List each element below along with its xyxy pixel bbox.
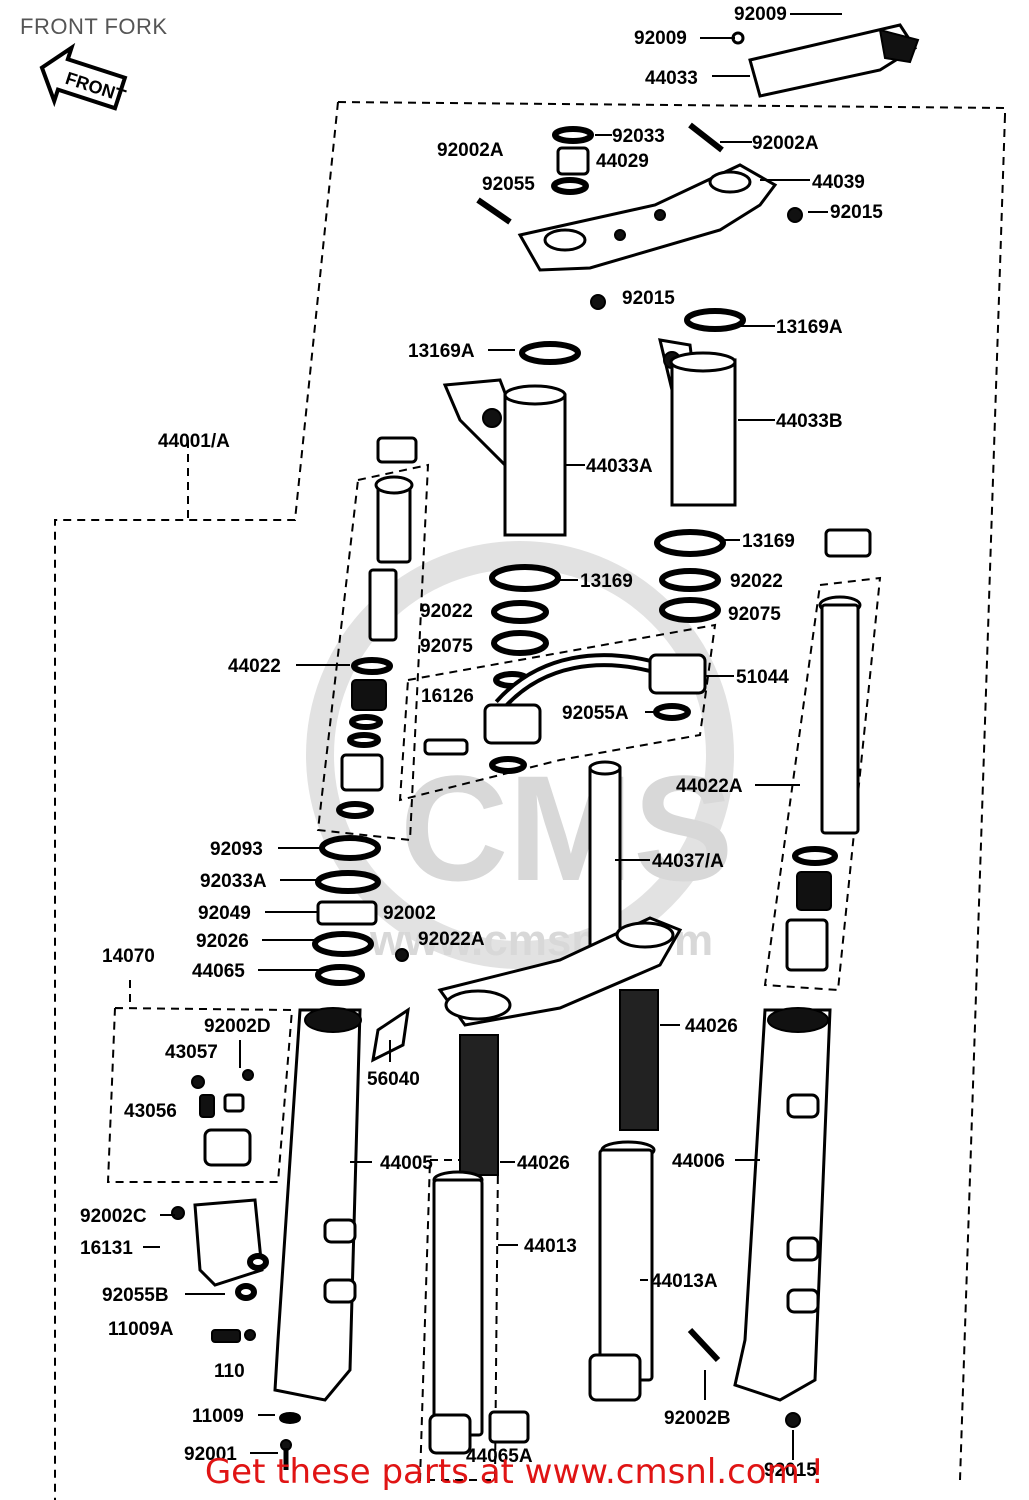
label-92015-mid: 92015 — [622, 288, 675, 309]
label-44006: 44006 — [672, 1151, 725, 1172]
part-44013A-inner-tube — [588, 1140, 656, 1402]
part-44033B-fork-cover — [658, 308, 746, 507]
label-92022A: 92022A — [418, 929, 485, 950]
part-number-labels: 92009 92009 44033 92033 92002A 92002A 44… — [80, 4, 883, 1481]
label-92002B: 92002B — [664, 1408, 731, 1429]
label-13169-right: 13169 — [742, 531, 795, 552]
part-44022-damper-left — [336, 436, 418, 819]
label-44065A: 44065A — [466, 1446, 533, 1467]
label-44022: 44022 — [228, 656, 281, 677]
label-92022-right: 92022 — [730, 571, 783, 592]
label-92009-top: 92009 — [734, 4, 787, 25]
label-44026-right: 44026 — [685, 1016, 738, 1037]
label-92009: 92009 — [634, 28, 687, 49]
label-44001A: 44001/A — [158, 431, 230, 452]
label-92033: 92033 — [612, 126, 665, 147]
label-92002A-left: 92002A — [437, 140, 504, 161]
label-92015-bottom: 92015 — [764, 1460, 817, 1481]
part-44022A-damper-right — [785, 528, 872, 972]
label-44013A: 44013A — [651, 1271, 718, 1292]
label-92049: 92049 — [198, 903, 251, 924]
label-110: 110 — [214, 1361, 245, 1382]
part-44033A-fork-cover — [442, 341, 581, 537]
seal-stack-center — [489, 529, 726, 774]
part-51044-brake-hose — [423, 653, 707, 756]
label-13169A-right: 13169A — [776, 317, 843, 338]
label-44033A: 44033A — [586, 456, 653, 477]
footer-parts-link[interactable]: Get these parts at www.cmsnl.com ! — [204, 1452, 825, 1492]
label-13169-left: 13169 — [580, 571, 633, 592]
label-92002A-right: 92002A — [752, 133, 819, 154]
label-92002: 92002 — [383, 903, 436, 924]
label-11009A: 11009A — [108, 1319, 174, 1340]
label-44037A: 44037/A — [652, 851, 724, 872]
label-92055B: 92055B — [102, 1285, 169, 1306]
page-title: FRONT FORK — [20, 14, 168, 39]
label-92075-left: 92075 — [420, 636, 473, 657]
label-92002D: 92002D — [204, 1016, 271, 1037]
label-92093: 92093 — [210, 839, 263, 860]
label-13169A-left: 13169A — [408, 341, 475, 362]
part-44006-outer-fork-right — [687, 1007, 832, 1428]
label-92026: 92026 — [196, 931, 249, 952]
label-44033B: 44033B — [776, 411, 843, 432]
label-92055A: 92055A — [562, 703, 629, 724]
label-16126: 16126 — [421, 686, 474, 707]
label-92075-right: 92075 — [728, 604, 781, 625]
label-92015-top: 92015 — [830, 202, 883, 223]
label-43057: 43057 — [165, 1042, 218, 1063]
part-44013-inner-tube — [428, 1170, 484, 1455]
label-92001: 92001 — [184, 1444, 237, 1465]
label-51044: 51044 — [736, 667, 789, 688]
label-56040: 56040 — [367, 1069, 420, 1090]
label-44065: 44065 — [192, 961, 245, 982]
part-44005-outer-fork-left — [273, 1007, 362, 1470]
label-44029: 44029 — [596, 151, 649, 172]
label-44026-mid: 44026 — [517, 1153, 570, 1174]
part-44037A-steering-stem — [395, 760, 683, 1027]
watermark-brand: CMS — [400, 744, 733, 912]
front-direction-arrow: FRONT — [39, 42, 128, 111]
part-44033-handle-bracket — [731, 23, 920, 98]
leader-lines — [143, 13, 842, 1460]
label-44039: 44039 — [812, 172, 865, 193]
part-16131-caliper-holder — [171, 1069, 269, 1343]
part-44039-upper-bracket — [476, 122, 803, 310]
label-92002C: 92002C — [80, 1206, 147, 1227]
label-43056: 43056 — [124, 1101, 177, 1122]
label-44005: 44005 — [380, 1153, 433, 1174]
part-56040-label-plate — [371, 1006, 410, 1063]
label-44013: 44013 — [524, 1236, 577, 1257]
label-92033A: 92033A — [200, 871, 267, 892]
label-92022-left: 92022 — [420, 601, 473, 622]
part-44026-spring-center — [459, 989, 659, 1176]
label-92055: 92055 — [482, 174, 535, 195]
label-14070: 14070 — [102, 946, 155, 967]
label-44033: 44033 — [645, 68, 698, 89]
label-16131: 16131 — [80, 1238, 133, 1259]
part-44065A-collar — [488, 1410, 530, 1444]
label-44022A: 44022A — [676, 776, 743, 797]
label-11009: 11009 — [192, 1406, 244, 1427]
seal-stack-left — [312, 835, 381, 986]
